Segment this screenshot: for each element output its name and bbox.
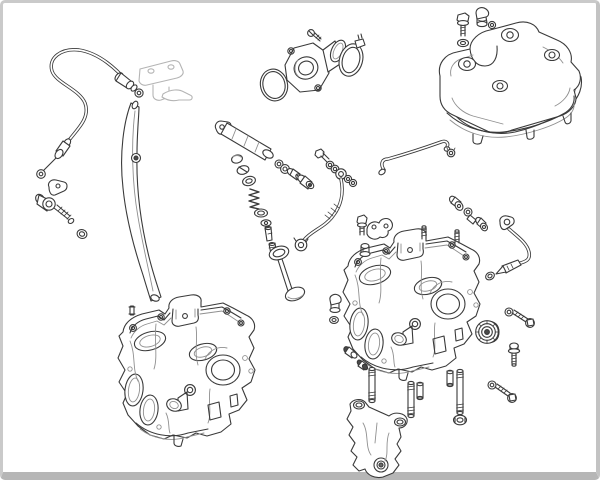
bolt-washer-upper: flange bolt with washer (upper)	[504, 307, 535, 328]
head-nut	[452, 414, 468, 426]
cable-upper-adjuster	[114, 72, 144, 98]
decompression-lever: washer ring decompression lever assembly…	[35, 179, 88, 240]
flange-bolt: flange bolt (vertical)	[507, 342, 521, 367]
valve-seat-ring: valve seat ring	[268, 245, 290, 261]
manifold-screw: manifold screw	[307, 29, 322, 42]
spring-seat-retainer: spring seat and retainer	[253, 208, 272, 227]
roller-bearing: roller bearing	[475, 320, 500, 344]
spring-end	[67, 217, 75, 225]
cable-lower-adjuster	[36, 138, 72, 179]
manifold-o-ring: intake manifold O-ring	[259, 68, 289, 102]
tensioner-blade: cam chain tensioner blade	[121, 100, 162, 302]
tappet-plugs: tappet plugs	[343, 346, 369, 371]
cable-bracket-lever: mounting bracket with lever (faint)	[138, 60, 193, 102]
cable-clamps: cable guide clamps	[448, 195, 489, 232]
guide-bolt-clamp: guide bolt with wishbone clamp	[356, 214, 393, 240]
parts-diagram: mounting bracket with lever (faint) cont…	[35, 7, 583, 479]
valve-spring: valve spring	[248, 188, 260, 210]
mounting-bracket: engine mounting bracket	[346, 399, 408, 479]
tappet-adjusters: tappet adjuster screws	[286, 168, 315, 190]
bolt-washer-lower: flange bolt with washer (lower)	[487, 380, 517, 403]
rocker-arm-shaft: rocker arm shaft	[214, 120, 274, 161]
cover-grommet: grommet washer rubber grommet	[475, 7, 497, 30]
cap-nut: cap nut	[359, 243, 371, 257]
throttle-cable: control cable with adjusters and end cap…	[36, 48, 144, 179]
head-top-studs: head top studs	[421, 225, 460, 244]
valve: poppet valve	[277, 258, 306, 302]
grommet-washer: grommet washer	[487, 20, 497, 30]
oil-pipe: oil pipe with banjo unions and sealing w…	[293, 148, 358, 252]
valve-cover: cylinder head cover with gasket skirt	[438, 21, 583, 145]
spark-plug-lead: plug fitting with lead	[485, 215, 532, 281]
cover-bolt: cover flange bolt with washer	[456, 12, 470, 48]
washer-ring: washer ring	[76, 228, 88, 240]
pipe-nut: pipe nut	[446, 147, 456, 158]
small-stud: small dowel stud	[128, 305, 136, 316]
valve-caps-nuts: valve cap and lock nuts	[231, 154, 256, 187]
cylinder-head-left: cylinder head (front view)	[117, 294, 256, 447]
valve-guide-cap: valve guide cap and washer	[329, 293, 342, 324]
intake-manifold: intake manifold / carburetor insulator	[284, 39, 347, 93]
breather-pipe: pipe nut breather stay pipe	[378, 139, 456, 176]
hose-clamp: hose clamp band	[338, 33, 366, 77]
head-studs: head studs, dowel pins and nut	[368, 366, 468, 426]
